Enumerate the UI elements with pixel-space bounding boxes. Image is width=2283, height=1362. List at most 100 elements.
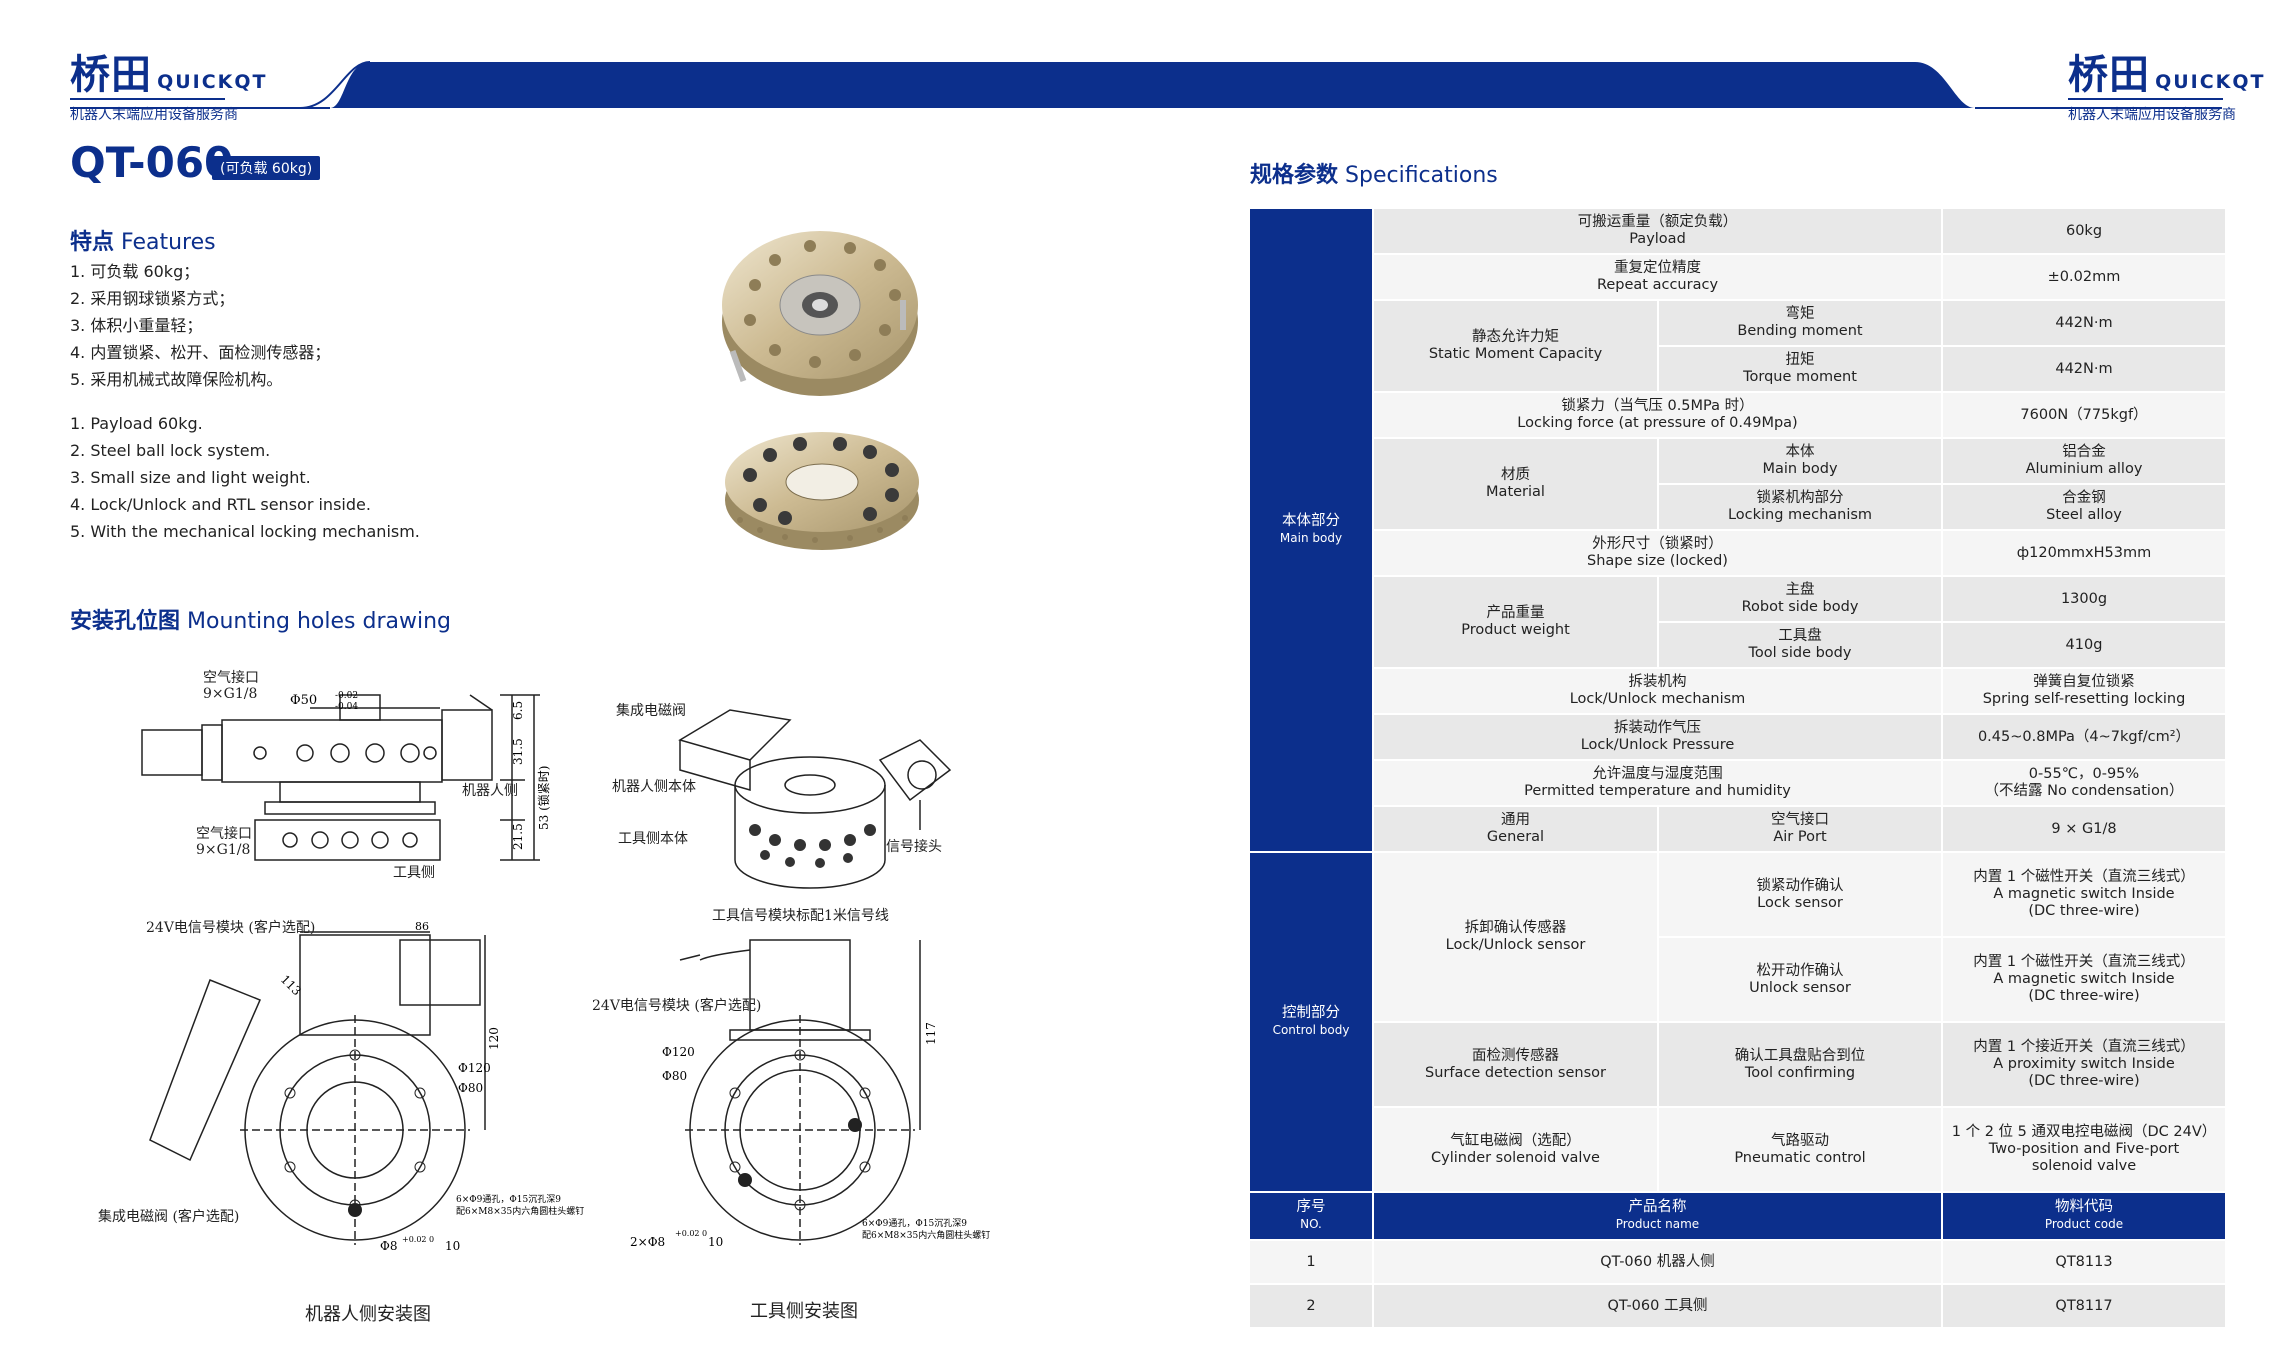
row-toolside-value: 410g <box>1941 621 2227 669</box>
features-title: 特点 Features <box>70 230 216 255</box>
svg-text:配6×M8×35内六角圆柱头螺钉: 配6×M8×35内六角圆柱头螺钉 <box>456 1205 584 1217</box>
label-air-spec-top: 9×G1/8 <box>203 686 258 702</box>
svg-text:6×Φ9通孔，Φ15沉孔深9: 6×Φ9通孔，Φ15沉孔深9 <box>862 1218 967 1229</box>
label-iso-robot-body: 机器人侧本体 <box>612 779 696 795</box>
row-surface-value: 内置 1 个接近开关（直流三线式）A proximity switch Insi… <box>1941 1021 2227 1108</box>
svg-text:Φ120: Φ120 <box>662 1045 695 1059</box>
spec-title: 规格参数 Specifications <box>1250 163 1498 188</box>
list-item: 2. 采用钢球锁紧方式； <box>70 289 235 308</box>
caption-robot-side: 机器人侧安装图 <box>305 1304 431 1325</box>
svg-text:86: 86 <box>415 920 429 933</box>
label-air-port-bottom: 空气接口 <box>196 826 252 842</box>
label-tool-side: 工具侧 <box>393 865 435 881</box>
label-iso-solenoid: 集成电磁阀 <box>616 703 686 719</box>
label-solenoid-optional: 集成电磁阀 (客户选配) <box>98 1209 240 1225</box>
svg-text:53 (锁紧时): 53 (锁紧时) <box>536 766 551 830</box>
robot-side-top-view: 86 113 120 Φ120 Φ80 6×Φ9通孔，Φ15沉孔深9 配6×M8… <box>149 920 584 1253</box>
svg-text:31.5: 31.5 <box>511 738 525 765</box>
product-model: QT-060 <box>70 138 234 187</box>
row-unlocksensor-value: 内置 1 个磁性开关（直流三线式）A magnetic switch Insid… <box>1941 936 2227 1023</box>
row-lockforce-value: 7600N（775kgf） <box>1941 391 2227 439</box>
tool-side-top-view: 117 Φ120 Φ80 2×Φ8 +0.02 0 10 6×Φ9通孔，Φ15沉… <box>630 939 990 1249</box>
label-air-port-top: 空气接口 <box>203 670 259 686</box>
label-sig24-tool: 24V电信号模块 (客户选配) <box>592 998 762 1014</box>
label-tool-signal-cable: 工具信号模块标配1米信号线 <box>712 908 889 924</box>
list-item: 2. Steel ball lock system. <box>70 441 271 460</box>
row-cylinder-value: 1 个 2 位 5 通双电控电磁阀（DC 24V）Two-position an… <box>1941 1106 2227 1193</box>
label-iso-signal: 信号接头 <box>886 839 942 855</box>
logo-cn: 桥田 <box>2068 52 2150 98</box>
logo-subtitle: 机器人末端应用设备服务商 <box>70 107 238 123</box>
product-photo-tool-side <box>725 432 919 550</box>
list-item: 3. Small size and light weight. <box>70 468 311 487</box>
svg-text:10: 10 <box>445 1239 460 1253</box>
svg-text:21.5: 21.5 <box>511 823 525 850</box>
list-item: 1. 可负载 60kg； <box>70 262 200 281</box>
product-photo-robot-side <box>722 231 918 396</box>
logo-en: QUICKQT <box>157 71 268 93</box>
list-item: 4. 内置锁紧、松开、面检测传感器； <box>70 343 331 362</box>
svg-text:Φ80: Φ80 <box>458 1081 483 1095</box>
side-view-drawing: Φ50 -0.02 -0.04 6.5 31.5 21.5 53 (锁紧时) <box>141 691 551 861</box>
svg-text:6.5: 6.5 <box>511 701 525 720</box>
logo-cn: 桥田 <box>70 52 152 98</box>
row-temp-value: 0-55℃，0-95%（不结露 No condensation） <box>1941 759 2227 807</box>
label-air-spec-bottom: 9×G1/8 <box>196 842 251 858</box>
features-en-list: 1. Payload 60kg. 2. Steel ball lock syst… <box>70 410 420 545</box>
list-item: 1. Payload 60kg. <box>70 414 203 433</box>
svg-text:Φ8: Φ8 <box>380 1239 397 1253</box>
row-torque-value: 442N·m <box>1941 345 2227 393</box>
row-bending-value: 442N·m <box>1941 299 2227 347</box>
svg-text:10: 10 <box>708 1235 723 1249</box>
label-sig24-robot: 24V电信号模块 (客户选配) <box>146 920 316 936</box>
svg-text:Φ80: Φ80 <box>662 1069 687 1083</box>
logo-en: QUICKQT <box>2155 71 2266 93</box>
svg-text:6×Φ9通孔，Φ15沉孔深9: 6×Φ9通孔，Φ15沉孔深9 <box>456 1194 561 1205</box>
row-shape-value: ф120mmxH53mm <box>1941 529 2227 577</box>
list-item: 3. 体积小重量轻； <box>70 316 203 335</box>
load-badge: (可负载 60kg) <box>212 156 321 180</box>
isometric-drawing <box>678 709 952 889</box>
features-cn-list: 1. 可负载 60kg； 2. 采用钢球锁紧方式； 3. 体积小重量轻； 4. … <box>70 258 330 393</box>
svg-text:Φ120: Φ120 <box>458 1061 491 1075</box>
row-shape-label: 外形尺寸（锁紧时）Shape size (locked) <box>1372 529 1943 577</box>
caption-tool-side: 工具侧安装图 <box>750 1301 858 1322</box>
label-robot-side: 机器人侧 <box>462 783 518 799</box>
svg-text:+0.02 0: +0.02 0 <box>402 1235 434 1244</box>
svg-text:配6×M8×35内六角圆柱头螺钉: 配6×M8×35内六角圆柱头螺钉 <box>862 1229 990 1241</box>
row-payload-label: 可搬运重量（额定负载）Payload <box>1372 207 1943 255</box>
row-locksensor-value: 内置 1 个磁性开关（直流三线式）A magnetic switch Insid… <box>1941 851 2227 938</box>
logo-subtitle: 机器人末端应用设备服务商 <box>2068 107 2236 123</box>
list-item: 4. Lock/Unlock and RTL sensor inside. <box>70 495 371 514</box>
row-payload-value: 60kg <box>1941 207 2227 255</box>
svg-text:+0.02 0: +0.02 0 <box>675 1229 707 1238</box>
list-item: 5. 采用机械式故障保险机构。 <box>70 370 283 389</box>
svg-text:120: 120 <box>487 1027 501 1050</box>
row-robotside-value: 1300g <box>1941 575 2227 623</box>
svg-text:-0.02: -0.02 <box>335 691 358 701</box>
row-pressure-value: 0.45~0.8MPa（4~7kgf/cm²） <box>1941 713 2227 761</box>
row-lockforce-label: 锁紧力（当气压 0.5MPa 时）Locking force (at press… <box>1372 391 1943 439</box>
